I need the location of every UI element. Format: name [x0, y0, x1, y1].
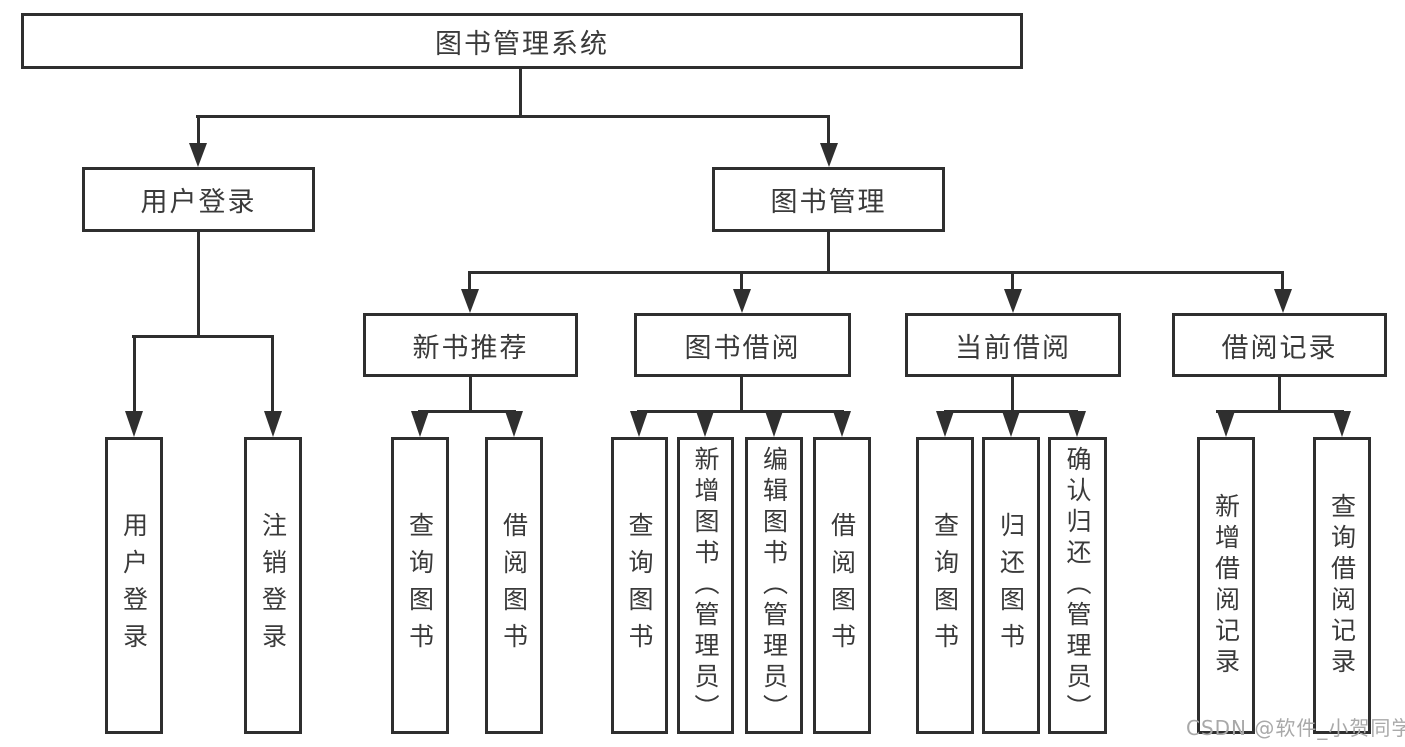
- connector-vline: [827, 115, 830, 147]
- node-book-mgmt-branch-label: 图书管理: [770, 187, 887, 218]
- node-borrow-records: 借阅记录: [1172, 313, 1387, 377]
- arrowhead-down-icon: [505, 411, 523, 437]
- leaf-add-book-admin-label: 新增图书（管理员）: [691, 446, 720, 725]
- leaf-user-login-label: 用户登录: [119, 511, 149, 660]
- leaf-query-books-current-label: 查询图书: [930, 511, 960, 660]
- connector-vline: [197, 232, 200, 337]
- leaf-add-borrow-record: 新增借阅记录: [1197, 437, 1255, 734]
- leaf-return-book-label: 归还图书: [996, 511, 1026, 660]
- connector-vline: [1011, 377, 1014, 412]
- node-current-borrow-label: 当前借阅: [955, 332, 1071, 364]
- connector-vline: [740, 271, 743, 293]
- connector-vline: [468, 271, 471, 293]
- connector-vline: [519, 69, 522, 118]
- leaf-confirm-return-admin-label: 确认归还（管理员）: [1063, 446, 1092, 725]
- connector-hline: [196, 115, 830, 118]
- arrowhead-down-icon: [461, 289, 479, 313]
- node-root: 图书管理系统: [21, 13, 1023, 69]
- connector-hline: [637, 410, 844, 413]
- arrowhead-down-icon: [936, 411, 954, 437]
- arrowhead-down-icon: [125, 411, 143, 437]
- connector-vline: [1278, 377, 1281, 412]
- arrowhead-down-icon: [1274, 289, 1292, 313]
- connector-hline: [1216, 410, 1344, 413]
- arrowhead-down-icon: [1217, 411, 1235, 437]
- arrowhead-down-icon: [1002, 411, 1020, 437]
- leaf-logout-label: 注销登录: [258, 511, 288, 660]
- leaf-edit-book-admin-label: 编辑图书（管理员）: [759, 446, 789, 725]
- arrowhead-down-icon: [630, 411, 648, 437]
- leaf-edit-book-admin: 编辑图书（管理员）: [745, 437, 803, 734]
- node-user-login-branch-label: 用户登录: [140, 187, 257, 218]
- node-new-book-rec-label: 新书推荐: [412, 332, 529, 364]
- arrowhead-down-icon: [1004, 289, 1022, 313]
- arrowhead-down-icon: [820, 143, 838, 167]
- arrowhead-down-icon: [264, 411, 282, 437]
- node-book-borrow-label: 图书借阅: [684, 332, 801, 364]
- node-current-borrow: 当前借阅: [905, 313, 1121, 377]
- leaf-query-borrow-record: 查询借阅记录: [1313, 437, 1371, 734]
- connector-hline: [468, 271, 1284, 274]
- connector-vline: [197, 115, 200, 147]
- arrowhead-down-icon: [765, 411, 783, 437]
- node-borrow-records-label: 借阅记录: [1221, 332, 1338, 364]
- node-book-mgmt-branch: 图书管理: [712, 167, 945, 232]
- arrowhead-down-icon: [411, 411, 429, 437]
- connector-vline: [469, 377, 472, 412]
- node-book-borrow: 图书借阅: [634, 313, 851, 377]
- node-user-login-branch: 用户登录: [82, 167, 315, 232]
- connector-vline: [827, 232, 830, 273]
- leaf-confirm-return-admin: 确认归还（管理员）: [1048, 437, 1107, 734]
- leaf-return-book: 归还图书: [982, 437, 1040, 734]
- arrowhead-down-icon: [1333, 411, 1351, 437]
- arrowhead-down-icon: [833, 411, 851, 437]
- connector-vline: [740, 377, 743, 412]
- connector-hline: [132, 335, 274, 338]
- connector-vline: [1281, 271, 1284, 293]
- leaf-borrow-books-borrow-label: 借阅图书: [827, 511, 857, 660]
- connector-vline: [133, 335, 136, 415]
- leaf-query-borrow-record-label: 查询借阅记录: [1327, 492, 1357, 679]
- arrowhead-down-icon: [1068, 411, 1086, 437]
- arrowhead-down-icon: [189, 143, 207, 167]
- leaf-add-borrow-record-label: 新增借阅记录: [1211, 492, 1241, 679]
- connector-vline: [271, 335, 274, 415]
- arrowhead-down-icon: [733, 289, 751, 313]
- leaf-borrow-books-rec: 借阅图书: [485, 437, 543, 734]
- connector-vline: [1011, 271, 1014, 293]
- node-root-label: 图书管理系统: [435, 28, 609, 60]
- leaf-add-book-admin: 新增图书（管理员）: [677, 437, 734, 734]
- leaf-query-books-rec: 查询图书: [391, 437, 449, 734]
- leaf-borrow-books-rec-label: 借阅图书: [499, 511, 529, 660]
- arrowhead-down-icon: [696, 411, 714, 437]
- connector-hline: [418, 410, 516, 413]
- csdn-watermark: CSDN @软件_小贺同学: [1186, 716, 1405, 740]
- leaf-query-books-rec-label: 查询图书: [405, 511, 435, 660]
- node-new-book-rec: 新书推荐: [363, 313, 578, 377]
- leaf-user-login: 用户登录: [105, 437, 163, 734]
- leaf-query-books-current: 查询图书: [916, 437, 974, 734]
- leaf-borrow-books-borrow: 借阅图书: [813, 437, 871, 734]
- leaf-logout: 注销登录: [244, 437, 302, 734]
- leaf-query-books-borrow: 查询图书: [611, 437, 668, 734]
- leaf-query-books-borrow-label: 查询图书: [625, 511, 654, 660]
